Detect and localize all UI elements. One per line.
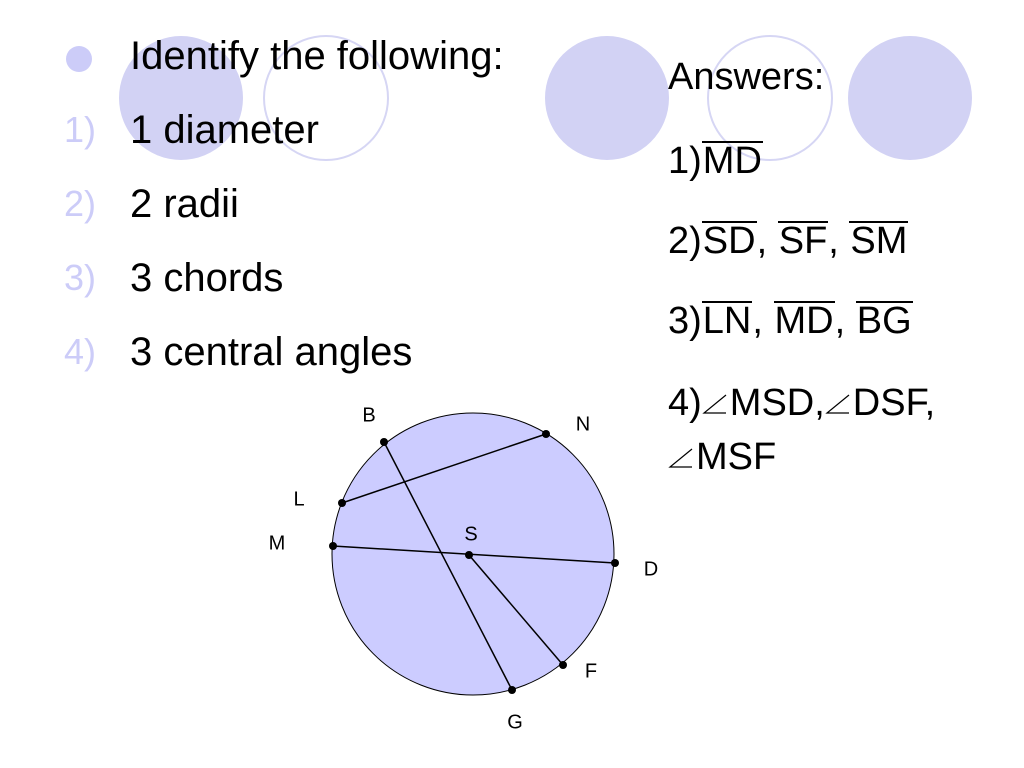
label-layer: B N LM S D F G <box>269 404 659 733</box>
angle-dsf: DSF, <box>852 382 936 424</box>
point-g <box>508 686 516 694</box>
deco-circle-filled-mid <box>545 36 669 160</box>
point-label-s: S <box>464 523 477 545</box>
list-item-text: 3 chords <box>130 256 284 300</box>
segment-bg <box>383 441 513 691</box>
bullet-dot-icon <box>66 46 92 72</box>
answer-number: 2) <box>668 220 702 262</box>
segment-sm: SM <box>849 220 909 262</box>
list-item-number: 2) <box>64 183 97 224</box>
deco-circle-filled-right <box>848 36 972 160</box>
point-l <box>338 499 346 507</box>
point-label-m: M <box>269 532 286 554</box>
point-label-l: L <box>293 488 304 510</box>
point-layer <box>329 430 619 694</box>
point-d <box>611 559 619 567</box>
list-item-text: 3 central angles <box>130 330 413 374</box>
answer-4: 4) MSD, DSF, <box>668 380 935 426</box>
answers-title: Answers: <box>668 56 825 98</box>
point-n <box>542 430 550 438</box>
answer-2: 2)SD, SF, SM <box>668 218 909 264</box>
deco-circle-outline-left <box>263 35 389 161</box>
point-b <box>380 438 388 446</box>
list-item-text: 2 radii <box>130 182 239 226</box>
point-label-n: N <box>576 413 590 435</box>
list-item-number: 4) <box>64 331 97 372</box>
angle-icon <box>668 448 693 468</box>
list-item-text: 1 diameter <box>130 108 319 152</box>
angle-msf: MSF <box>696 436 777 478</box>
angle-msd: MSD, <box>729 382 825 424</box>
answer-number: 3) <box>668 300 702 342</box>
answer-number: 1) <box>668 140 702 182</box>
point-label-g: G <box>507 711 523 733</box>
list-item-number: 1) <box>64 109 97 150</box>
deco-circle-filled-left <box>119 36 243 160</box>
segment-ln <box>341 433 547 504</box>
angle-icon <box>702 394 727 414</box>
separator: , <box>756 220 778 262</box>
separator: , <box>834 300 856 342</box>
list-item-number: 3) <box>64 257 97 298</box>
segment-sf: SF <box>777 220 829 262</box>
point-label-f: F <box>585 660 597 682</box>
answer-number: 4) <box>668 382 702 424</box>
segment-ln: LN <box>701 300 753 342</box>
point-label-d: D <box>644 558 658 580</box>
segment-sd: SD <box>701 220 757 262</box>
segment-layer <box>332 433 616 691</box>
deco-circle-outline-right <box>707 35 833 161</box>
answer-4-cont: MSF <box>668 434 776 480</box>
segment-md <box>332 545 616 564</box>
answer-3: 3)LN, MD, BG <box>668 298 913 344</box>
separator: , <box>828 220 850 262</box>
separator: , <box>752 300 774 342</box>
angle-icon <box>825 394 850 414</box>
point-m <box>329 542 337 550</box>
segment-md: MD <box>773 300 835 342</box>
segment-sf <box>468 554 564 666</box>
point-f <box>559 661 567 669</box>
point-label-b: B <box>362 404 375 426</box>
answer-1: 1)MD <box>668 138 763 184</box>
point-s <box>465 551 473 559</box>
segment-bg: BG <box>855 300 913 342</box>
segment-md: MD <box>701 140 763 182</box>
bullet-text: Identify the following: <box>130 34 504 78</box>
